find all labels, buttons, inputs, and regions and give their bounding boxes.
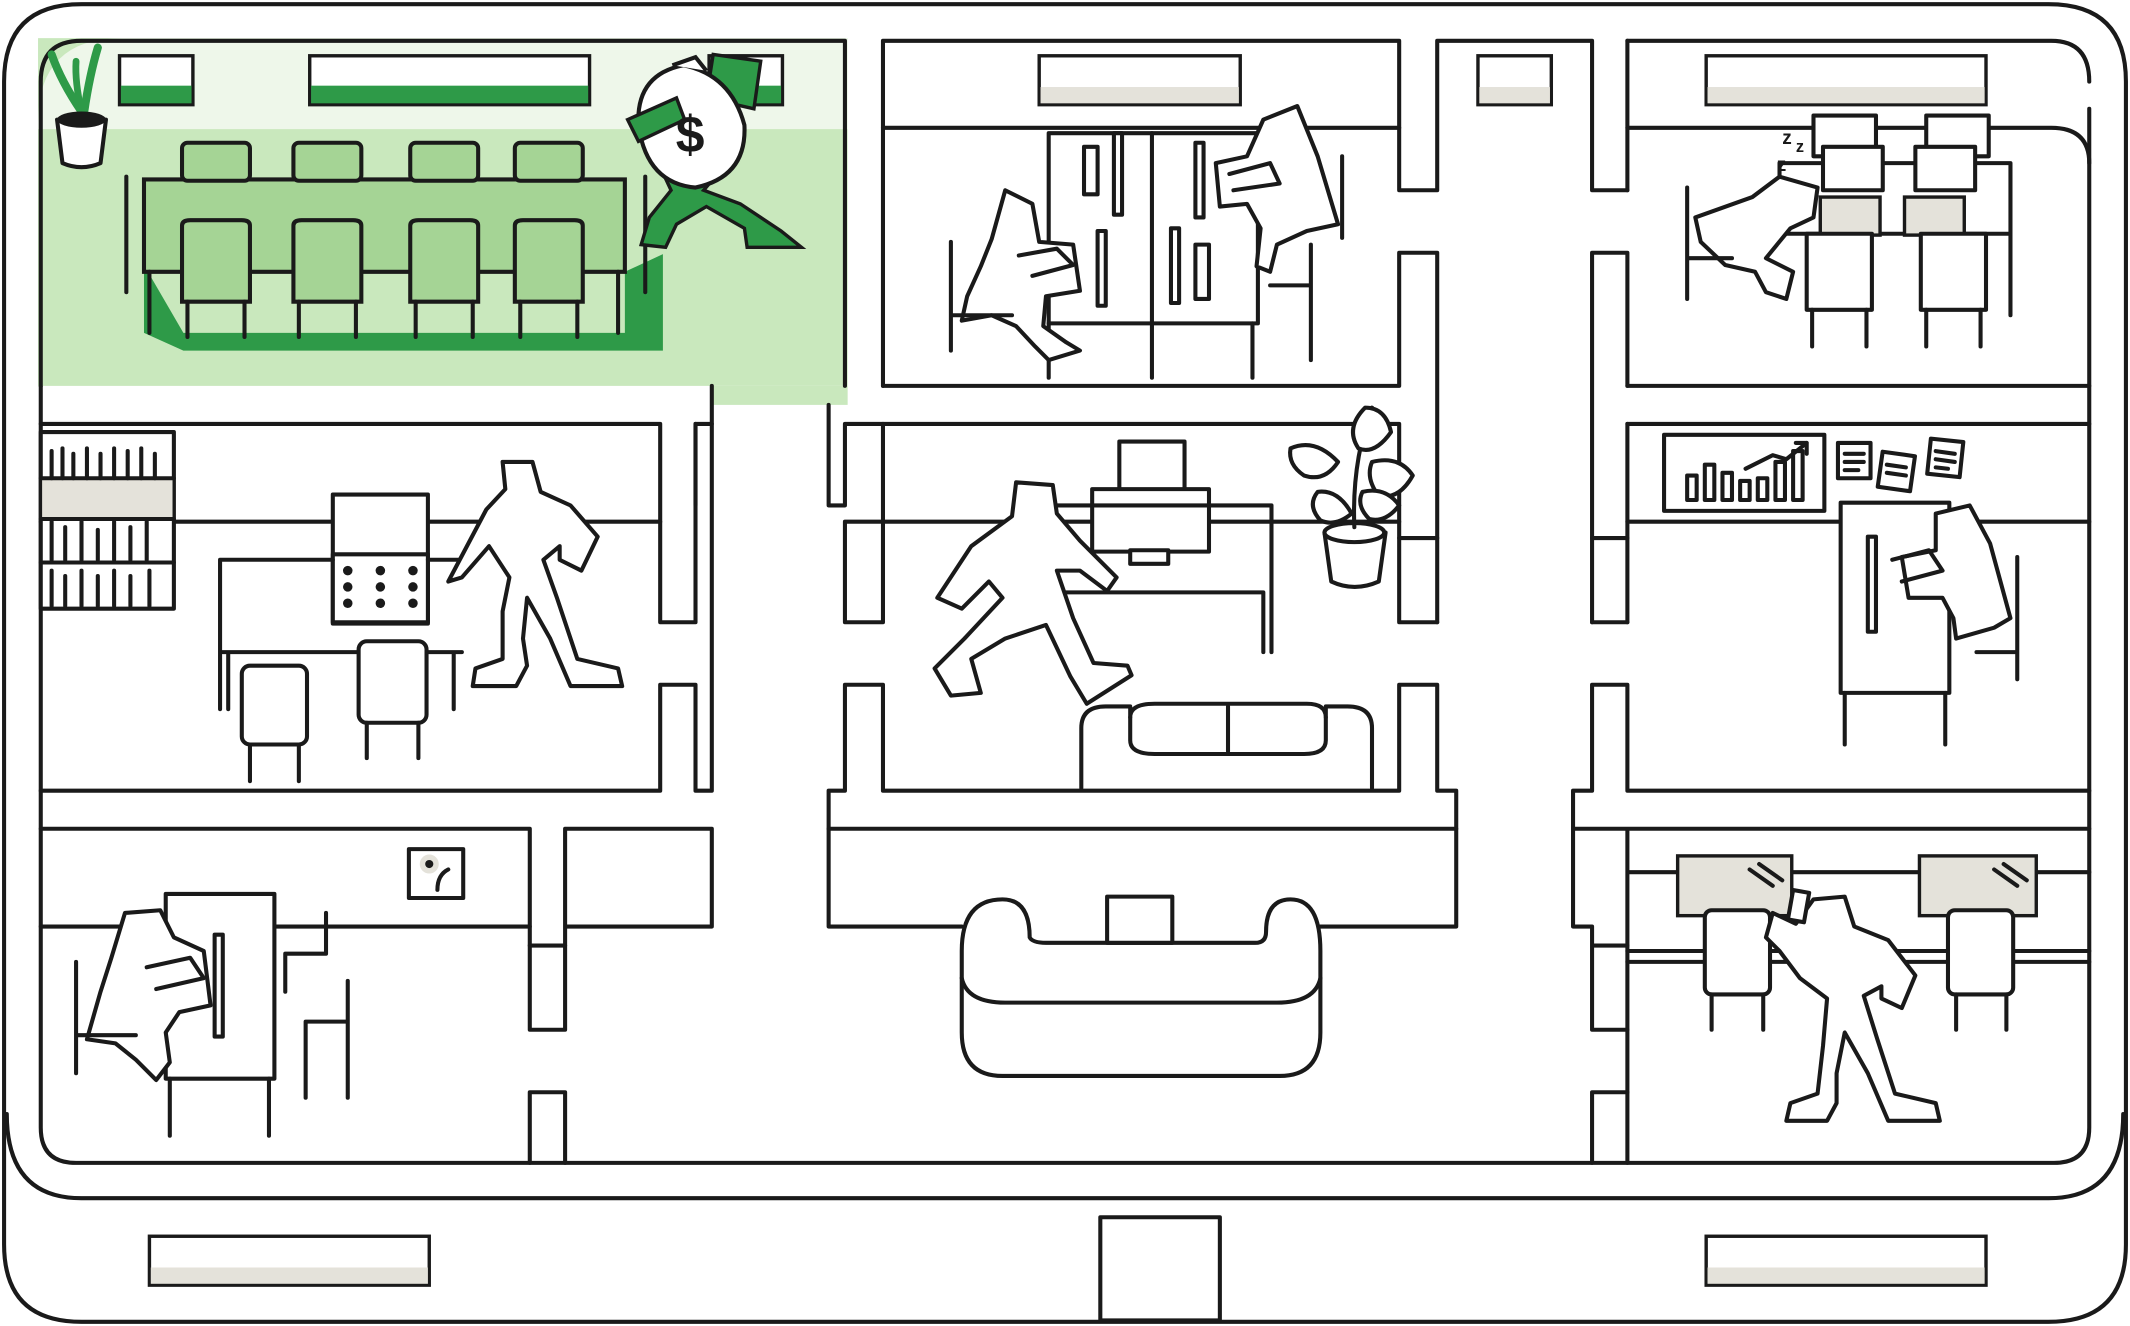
picture-frame xyxy=(406,847,466,901)
exterior-bottom xyxy=(147,1215,1988,1323)
plant-icon xyxy=(1288,405,1415,589)
bottom-left-office xyxy=(38,826,714,1165)
money-symbol: $ xyxy=(676,105,705,163)
center-lounge xyxy=(826,402,1459,831)
sleeping-worker: z z z xyxy=(1685,128,1820,301)
person-figure xyxy=(1890,503,2013,641)
window-panels xyxy=(1037,54,1554,107)
right-middle-office xyxy=(1571,421,2092,831)
filing-cabinet xyxy=(1838,500,2020,747)
conference-chairs-front xyxy=(124,174,648,340)
conference-chairs-back xyxy=(179,140,585,183)
thief-with-money-bag: $ xyxy=(625,52,807,250)
walking-person xyxy=(446,459,625,689)
sticky-notes xyxy=(1835,436,1966,494)
entrance-door xyxy=(1098,1215,1222,1323)
sofa xyxy=(1079,701,1375,791)
sleep-symbol: z xyxy=(1796,138,1804,156)
sleep-symbol: z xyxy=(1777,155,1786,176)
bookshelf xyxy=(38,430,176,611)
sofa xyxy=(959,894,1323,1078)
conference-room: $ xyxy=(38,38,848,405)
center-top-office xyxy=(880,38,1630,625)
sleep-symbol: z xyxy=(1782,128,1792,149)
left-middle-office xyxy=(38,383,714,793)
safe xyxy=(330,492,430,626)
bottom-right-office xyxy=(1571,826,2092,1165)
person-with-phone xyxy=(1763,887,1942,1123)
top-right-office: z z z xyxy=(1590,38,2092,625)
chart-board xyxy=(1662,432,1827,513)
window-panels xyxy=(147,1234,1988,1287)
person-figure xyxy=(948,188,1082,363)
person-figure xyxy=(1213,104,1345,363)
desk xyxy=(218,557,478,784)
reception xyxy=(826,826,1459,1078)
window-panels xyxy=(1704,54,1988,107)
plant-icon xyxy=(47,43,108,170)
person-figure xyxy=(74,908,213,1083)
running-person xyxy=(932,480,1134,706)
desk-chairs xyxy=(1702,908,2016,1032)
desk-with-monitor xyxy=(1030,439,1274,655)
